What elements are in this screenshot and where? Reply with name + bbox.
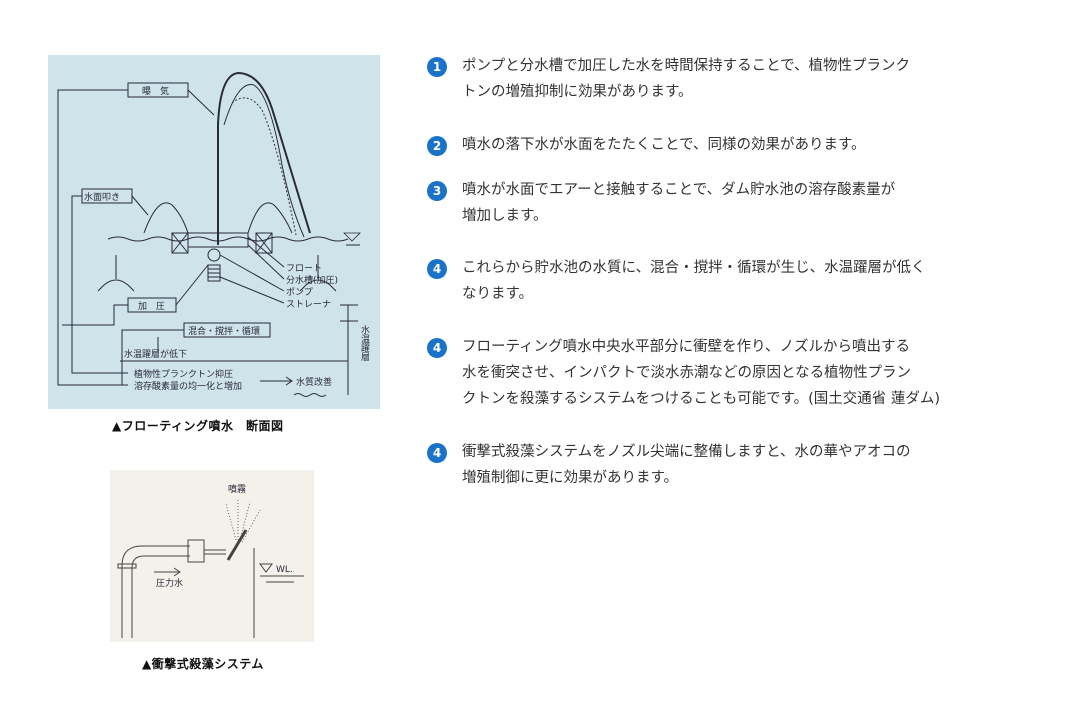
label-oxygen: 溶存酸素量の均一化と増加: [134, 380, 242, 392]
item-line: クトンを殺藻するシステムをつけることも可能です。(国土交通省 蓮ダム): [462, 391, 941, 407]
list-item: 4 衝撃式殺藻システムをノズル尖端に整備しますと、水の華やアオコの 増殖制御に更…: [427, 442, 1062, 491]
label-surface-hit: 水面叩き: [84, 191, 120, 203]
label-tank: 分水槽(加圧): [286, 274, 338, 286]
figure1-caption: ▲フローティング噴水 断面図: [112, 419, 284, 433]
list-item: 4 これらから貯水池の水質に、混合・撹拌・循環が生じ、水温躍層が低く なります。: [427, 258, 1062, 307]
list-item: 2 噴水の落下水が水面をたたくことで、同様の効果があります。: [427, 135, 1062, 158]
label-plankton: 植物性プランクトン抑圧: [134, 368, 233, 380]
item-line: ポンプと分水槽で加圧した水を時間保持することで、植物性プランク: [462, 58, 911, 74]
impact-algae-system-diagram: 噴霧 圧力水 WL.: [110, 470, 314, 642]
item-text: 噴水の落下水が水面をたたくことで、同様の効果があります。: [462, 132, 1062, 158]
label-pump: ポンプ: [286, 287, 313, 298]
item-text: これらから貯水池の水質に、混合・撹拌・循環が生じ、水温躍層が低く なります。: [462, 255, 1062, 307]
item-line: 増加します。: [462, 208, 548, 224]
figure2-caption: ▲衝撃式殺藻システム: [142, 657, 264, 671]
number-badge: 4: [427, 443, 447, 463]
item-text: 衝撃式殺藻システムをノズル尖端に整備しますと、水の華やアオコの 増殖制御に更に効…: [462, 439, 1062, 491]
label-water-pressure: 圧力水: [156, 577, 183, 589]
list-item: 1 ポンプと分水槽で加圧した水を時間保持することで、植物性プランク トンの増殖抑…: [427, 56, 1062, 105]
item-line: なります。: [462, 286, 534, 302]
item-line: 噴水の落下水が水面をたたくことで、同様の効果があります。: [462, 137, 866, 153]
label-mist: 噴霧: [228, 483, 246, 495]
list-item: 4 フローティング噴水中央水平部分に衝壁を作り、ノズルから噴出する 水を衝突させ…: [427, 337, 1062, 412]
label-thermocline: 水温躍層が低下: [124, 348, 187, 360]
list-item: 3 噴水が水面でエアーと接触することで、ダム貯水池の溶存酸素量が 増加します。: [427, 180, 1062, 229]
item-line: 水を衝突させ、インパクトで淡水赤潮などの原因となる植物性プラン: [462, 365, 912, 381]
number-badge: 1: [427, 57, 447, 77]
label-aeration: 曝 気: [142, 85, 169, 97]
item-text: 噴水が水面でエアーと接触することで、ダム貯水池の溶存酸素量が 増加します。: [462, 177, 1062, 229]
label-strainer: ストレーナ: [286, 299, 331, 310]
item-line: フローティング噴水中央水平部分に衝壁を作り、ノズルから噴出する: [462, 339, 911, 355]
number-badge: 2: [427, 136, 447, 156]
label-float: フロート: [286, 264, 322, 274]
number-badge: 3: [427, 181, 447, 201]
label-wl: WL.: [276, 565, 293, 575]
item-line: これらから貯水池の水質に、混合・撹拌・循環が生じ、水温躍層が低く: [462, 260, 926, 276]
label-depth: 水温躍層: [359, 324, 370, 362]
number-badge: 4: [427, 259, 447, 279]
item-line: 衝撃式殺藻システムをノズル尖端に整備しますと、水の華やアオコの: [462, 444, 911, 460]
number-badge: 4: [427, 338, 447, 358]
label-mixing: 混合・撹拌・循環: [188, 325, 260, 337]
item-text: フローティング噴水中央水平部分に衝壁を作り、ノズルから噴出する 水を衝突させ、イ…: [462, 334, 1062, 412]
item-text: ポンプと分水槽で加圧した水を時間保持することで、植物性プランク トンの増殖抑制に…: [462, 53, 1062, 105]
fountain-cross-section-diagram: 曝 気 水面叩き フロート 分水槽(加圧) ポンプ ストレーナ 加 圧 混合・撹…: [48, 55, 380, 409]
item-line: トンの増殖抑制に効果があります。: [462, 84, 693, 100]
item-line: 増殖制御に更に効果があります。: [462, 470, 679, 486]
label-quality: 水質改善: [296, 376, 332, 388]
label-pressure: 加 圧: [138, 301, 165, 312]
item-line: 噴水が水面でエアーと接触することで、ダム貯水池の溶存酸素量が: [462, 182, 896, 198]
